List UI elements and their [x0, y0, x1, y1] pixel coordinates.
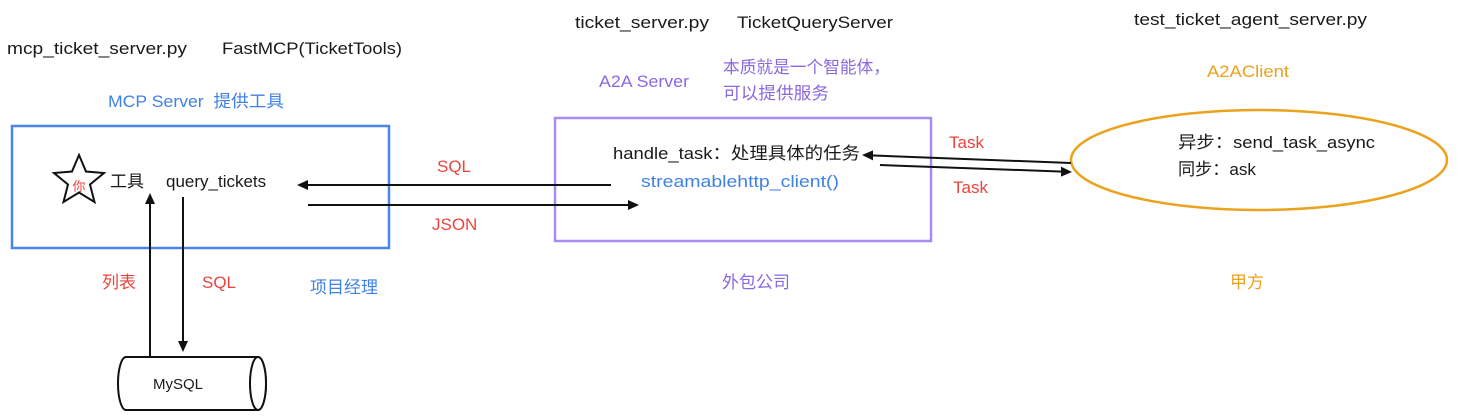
a2a-server-class-name: TicketQueryServer	[737, 13, 893, 32]
arrowhead	[178, 341, 188, 352]
tool-name: query_tickets	[166, 172, 266, 191]
a2a-server-section: ticket_server.py TicketQueryServer A2A S…	[553, 13, 933, 292]
mysql-label: MySQL	[153, 376, 203, 393]
cylinder-end-cap	[249, 356, 267, 411]
arrowhead	[297, 180, 308, 190]
mcp-server-box	[10, 124, 391, 250]
arrow-mcp-to-a2a	[308, 200, 639, 210]
a2a-server-box	[553, 116, 933, 243]
a2a-server-role: 外包公司	[722, 273, 790, 292]
edge-label-sql-query: SQL	[202, 273, 236, 292]
arrow-line	[879, 164, 1064, 173]
edge-label-sql: SQL	[437, 157, 471, 176]
async-method-label: 异步：send_task_async	[1178, 133, 1376, 152]
mysql-cylinder: MySQL	[117, 356, 267, 411]
edge-label-task-response: Task	[953, 178, 988, 197]
edge-label-list: 列表	[102, 273, 136, 292]
a2a-client-ellipse	[1069, 108, 1449, 212]
a2a-server-note-line: 本质就是一个智能体，	[723, 58, 890, 77]
streamablehttp-client-label: streamablehttp_client()	[641, 172, 839, 191]
mcp-server-section: mcp_ticket_server.py FastMCP(TicketTools…	[7, 39, 402, 297]
arrow-line	[870, 154, 1072, 164]
star-text: 你	[72, 179, 85, 194]
edge-label-json: JSON	[432, 215, 477, 234]
a2a-server-note-line: 可以提供服务	[723, 84, 829, 103]
arrowhead	[145, 193, 155, 204]
a2a-client-role: 甲方	[1230, 273, 1264, 292]
arrowhead	[862, 150, 873, 161]
a2a-server-title: A2A Server	[599, 72, 689, 91]
star-shape	[51, 152, 107, 205]
a2a-server-file-name: ticket_server.py	[575, 13, 710, 32]
star-icon: 你	[51, 152, 107, 205]
mcp-server-file-name: mcp_ticket_server.py	[7, 39, 188, 58]
arrow-client-to-a2a	[862, 150, 1072, 164]
tool-label: 工具	[110, 172, 144, 191]
mcp-server-class-name: FastMCP(TicketTools)	[222, 39, 402, 58]
arrow-mysql-to-tool	[145, 193, 155, 357]
arrowhead	[628, 200, 639, 210]
arrow-a2a-to-mcp	[297, 180, 611, 190]
a2a-client-title: A2AClient	[1207, 62, 1289, 81]
sync-method-label: 同步：ask	[1178, 160, 1256, 179]
arrow-tool-to-mysql	[178, 197, 188, 352]
mcp-server-role: 项目经理	[310, 278, 378, 297]
arrow-a2a-to-client	[879, 164, 1072, 177]
arrowhead	[1061, 166, 1072, 177]
a2a-client-file-name: test_ticket_agent_server.py	[1134, 10, 1368, 29]
edge-label-task-request: Task	[949, 133, 984, 152]
handle-task-label: handle_task：处理具体的任务	[613, 144, 860, 163]
mcp-server-title: MCP Server 提供工具	[108, 92, 284, 111]
a2a-client-section: test_ticket_agent_server.py A2AClient 异步…	[1069, 10, 1449, 292]
